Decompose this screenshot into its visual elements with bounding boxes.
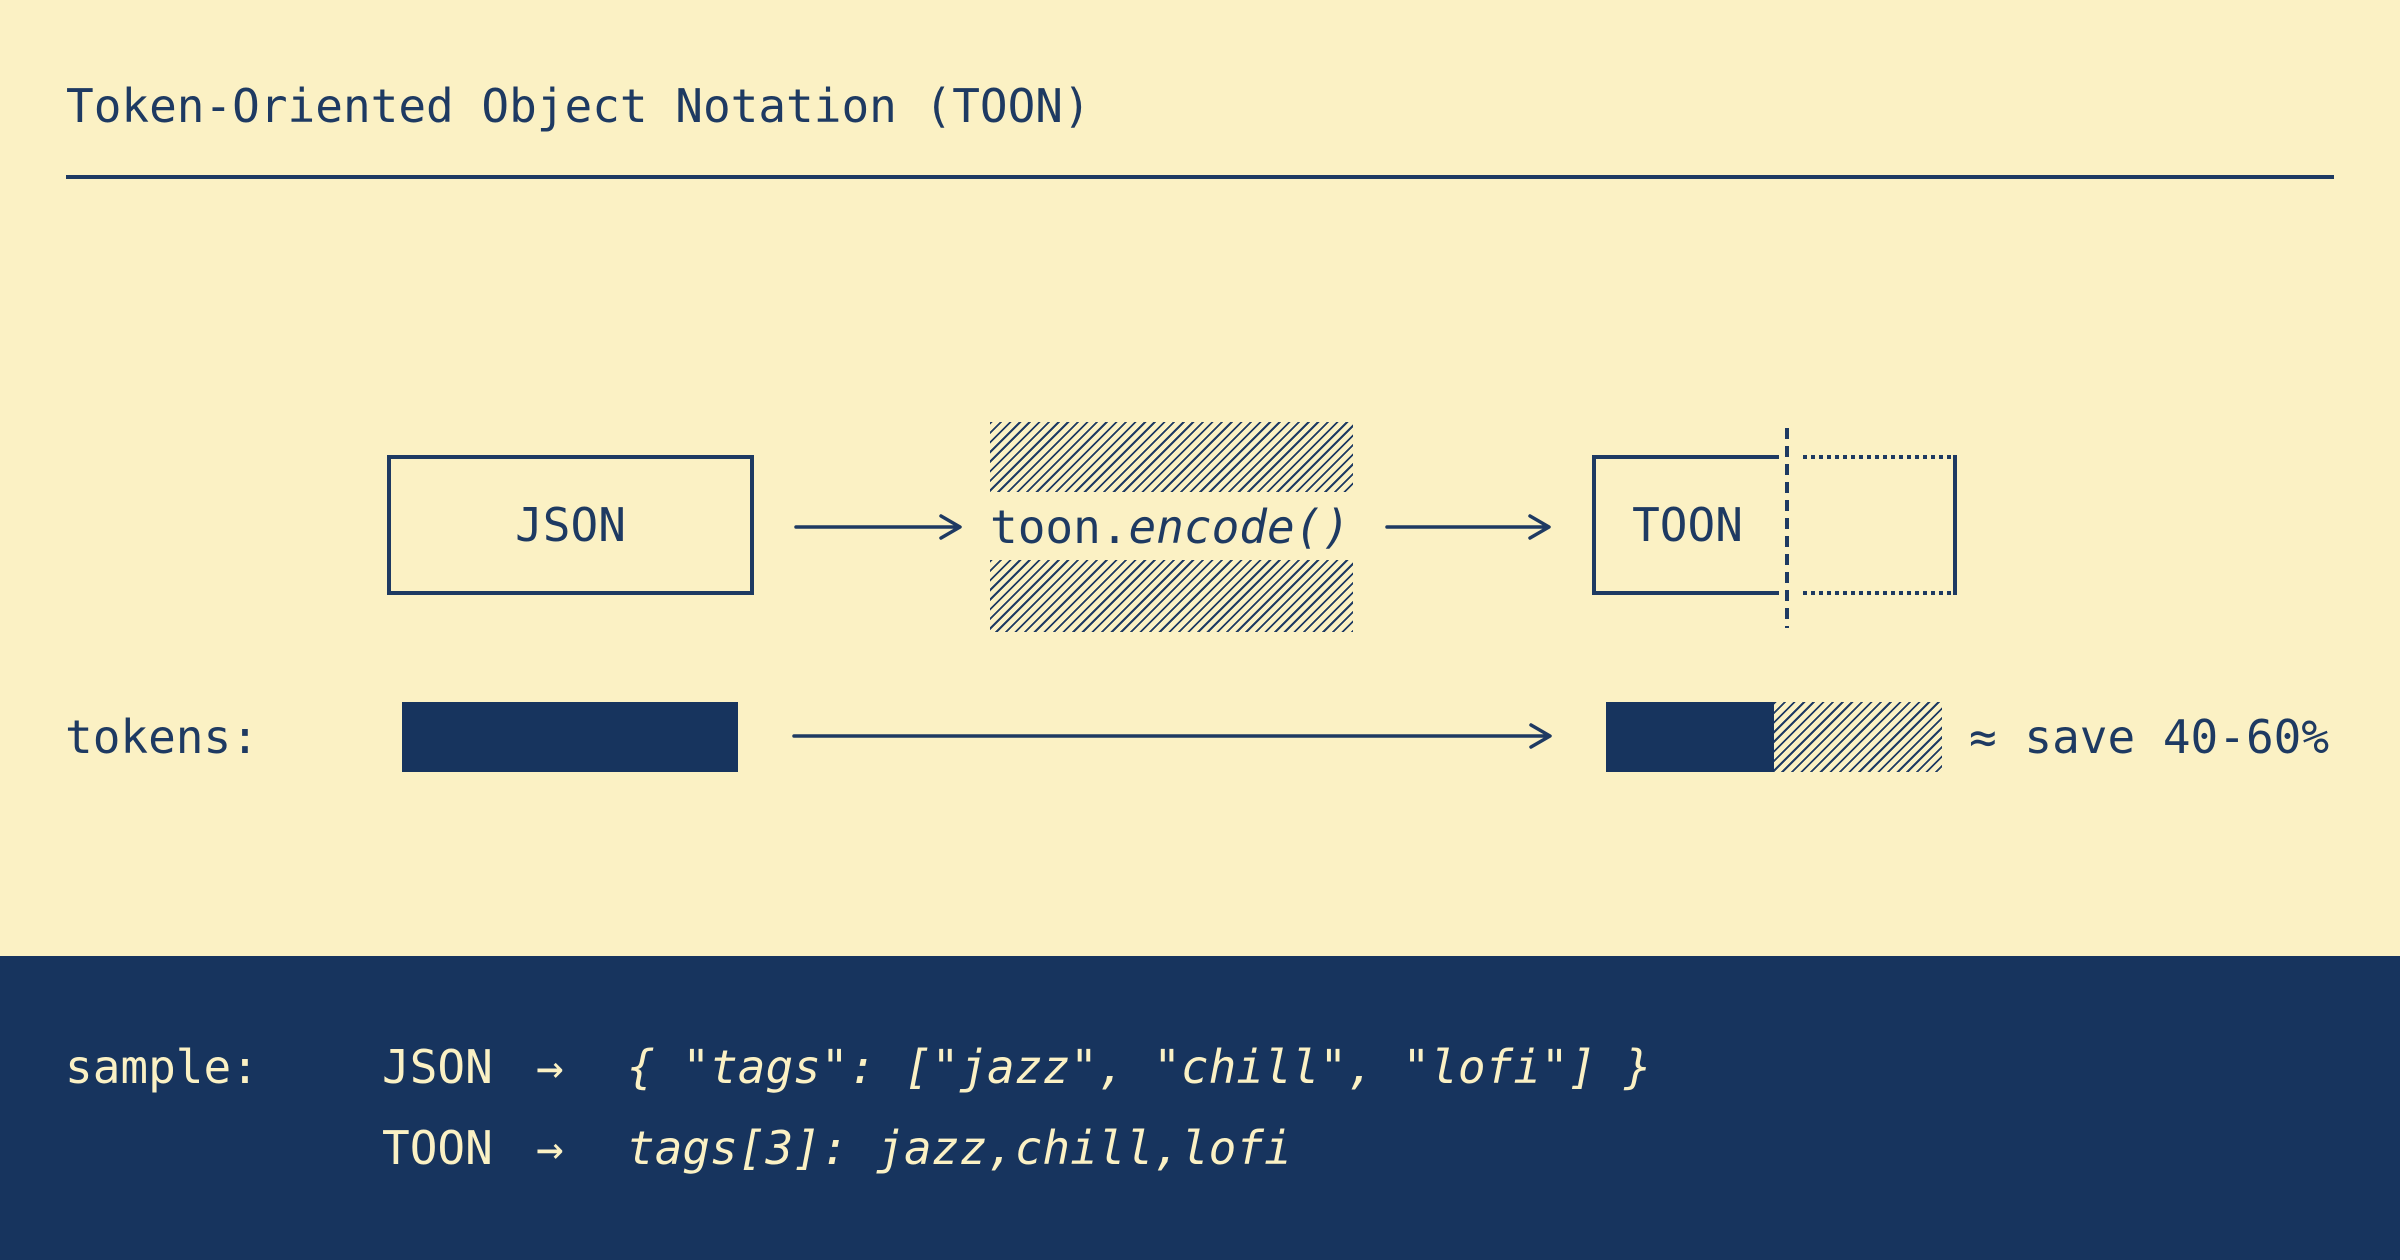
tokens-row-label: tokens:: [65, 710, 259, 764]
sample-code-toon: tags[3]: jazz,chill,lofi: [627, 1121, 1292, 1175]
sample-format-toon: TOON: [382, 1121, 493, 1175]
encoder-label-call: encode(): [1128, 500, 1351, 554]
toon-output-box: TOON: [1592, 455, 1779, 595]
sample-label: sample:: [65, 1040, 259, 1094]
sample-format-json: JSON: [382, 1040, 493, 1094]
arrow-encoder-to-toon-icon: [1385, 514, 1551, 540]
token-bar-toon-solid: [1606, 702, 1774, 772]
encoder-hatch-bottom: [990, 560, 1353, 632]
page-title: Token-Oriented Object Notation (TOON): [66, 79, 1091, 133]
arrow-json-to-encoder-icon: [794, 514, 962, 540]
trimmed-ghost-box: [1803, 455, 1957, 595]
encoder-label-prefix: toon.: [990, 500, 1129, 554]
json-input-box: JSON: [387, 455, 754, 595]
maps-to-arrow-icon: →: [536, 1040, 564, 1094]
savings-note: ≈ save 40-60%: [1969, 710, 2330, 764]
encoder-hatch-top: [990, 422, 1353, 492]
token-bar-json: [402, 702, 738, 772]
title-divider: [66, 175, 2334, 179]
dashed-cut-line: [1785, 428, 1789, 628]
token-bar-toon-saved-hatch: [1774, 702, 1942, 772]
sample-code-json: { "tags": ["jazz", "chill", "lofi"] }: [627, 1040, 1652, 1094]
tokens-arrow-icon: [792, 723, 1552, 749]
toon-output-label: TOON: [1632, 498, 1743, 552]
sample-panel: sample: JSON → { "tags": ["jazz", "chill…: [0, 956, 2400, 1260]
encoder-label: toon.encode(): [990, 501, 1350, 553]
maps-to-arrow-icon: →: [536, 1121, 564, 1175]
json-input-label: JSON: [515, 498, 626, 552]
